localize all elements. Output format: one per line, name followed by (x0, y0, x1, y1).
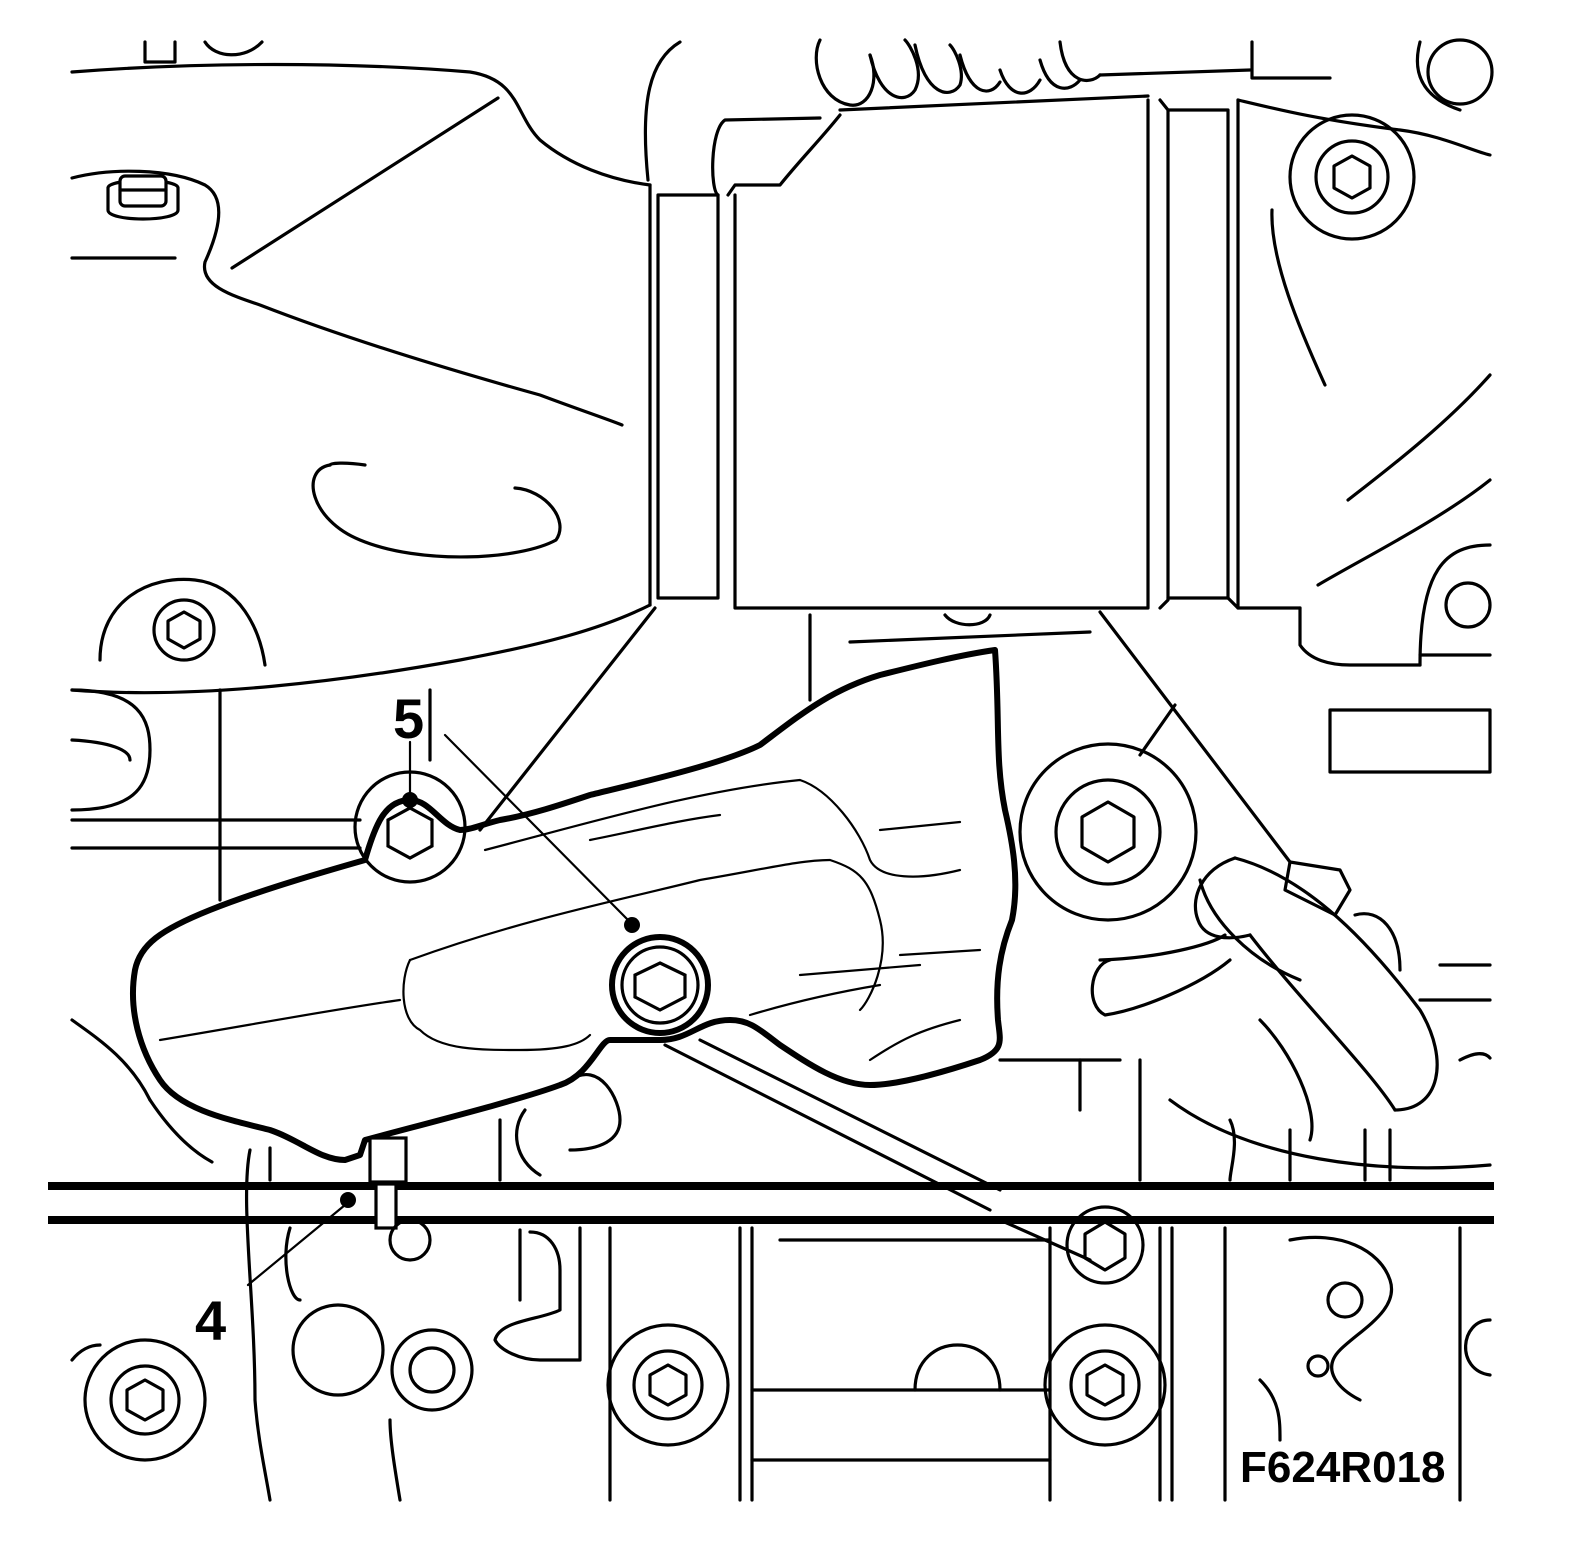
right-bolt-head-top (1288, 113, 1416, 241)
heat-shield-bolt (609, 934, 711, 1036)
large-bolt-right (1018, 742, 1198, 922)
callout-5-leader (402, 733, 640, 933)
figure-code: F624R018 (1240, 1443, 1445, 1492)
callout-4-leader (246, 1192, 356, 1287)
bottom-plate (70, 1148, 1492, 1502)
bracket-bolt-lower (1065, 1205, 1145, 1285)
bolt (368, 1136, 408, 1230)
bottom-bolt-right (1043, 1323, 1167, 1447)
left-lower-housing (70, 688, 432, 1164)
upper-housing (70, 40, 652, 695)
callout-label-4: 4 (195, 1289, 226, 1352)
spring-coil (814, 38, 1252, 107)
callout-label-5: 5 (393, 687, 424, 750)
bolt-head-upper-left (106, 174, 180, 221)
heat-shield (130, 647, 1019, 1163)
bottom-bolt-center (606, 1323, 730, 1447)
left-bolt-boss (98, 577, 267, 667)
guide-rails (48, 1182, 1494, 1224)
central-block (643, 38, 1302, 610)
right-bolt-boss (1418, 543, 1492, 667)
bottom-bolt-left (83, 1338, 207, 1462)
curved-pipe (1090, 856, 1492, 1170)
right-housing (1236, 38, 1494, 774)
